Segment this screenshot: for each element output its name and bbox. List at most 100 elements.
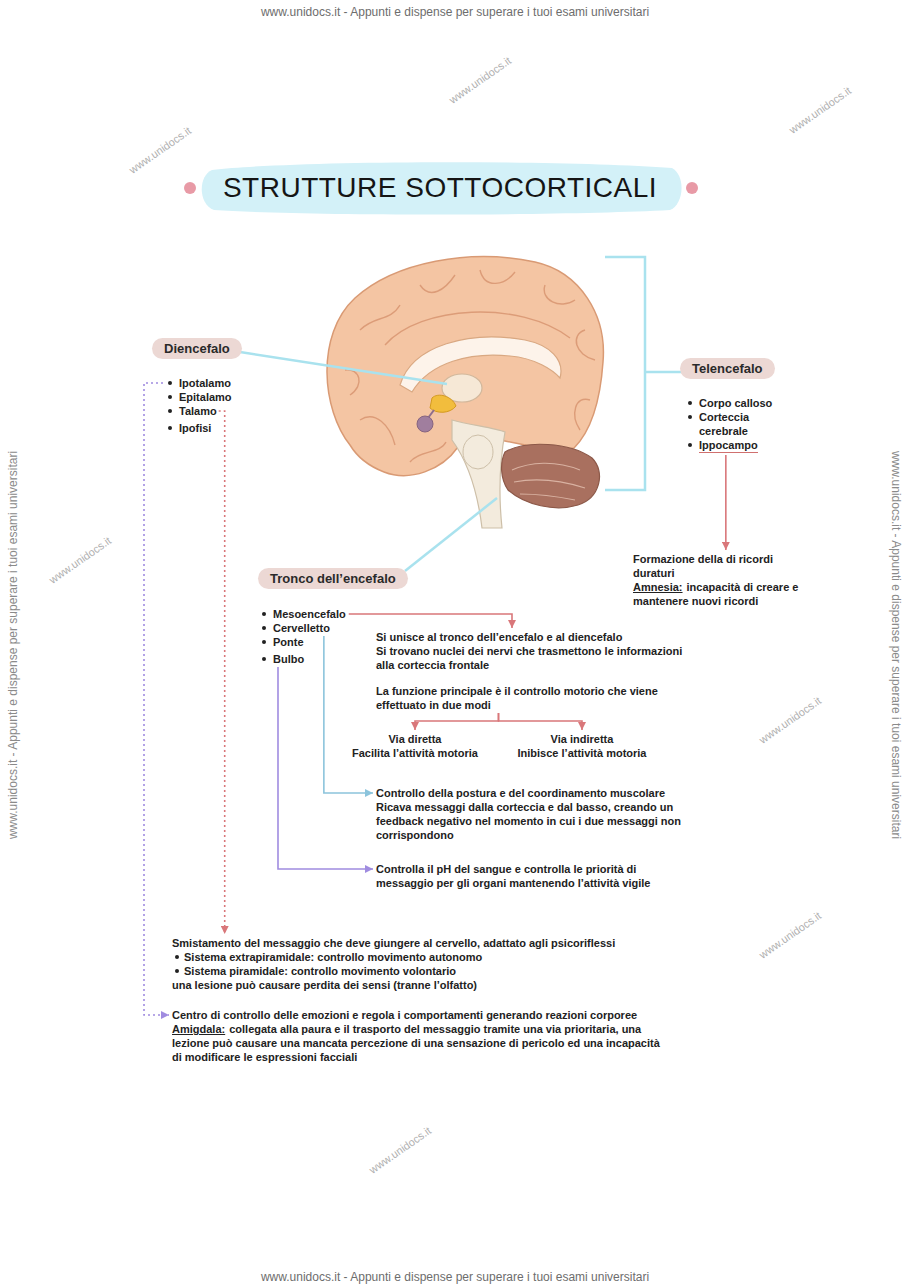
note-block: Controllo della postura e del coordiname…	[376, 786, 686, 842]
arbor-line	[514, 480, 585, 488]
watermark: www.unidocs.it	[47, 534, 113, 586]
item-text: Cervelletto	[273, 621, 330, 635]
heading-text: Diencefalo	[164, 340, 230, 357]
arrow-connector	[349, 614, 512, 628]
item-text: Ipotalamo	[179, 376, 231, 390]
note-text: Via diretta	[352, 732, 478, 746]
item-text: Ippocampo	[699, 439, 758, 453]
list-item: Ipotalamo	[166, 376, 231, 390]
gyrus-line	[360, 417, 395, 445]
note-text: collegata alla paura e il trasporto del …	[172, 1023, 660, 1063]
note-block: Si unisce al tronco dell’encefalo e al d…	[376, 630, 686, 712]
arbor-vitae	[512, 463, 585, 500]
list-item: Corteccia cerebrale	[686, 410, 766, 438]
note-text: Formazione della di ricordi duraturi	[633, 552, 811, 580]
page-title: STRUTTURE SOTTOCORTICALI	[223, 172, 657, 204]
note-text: Controlla il pH del sangue e controlla l…	[376, 862, 686, 890]
watermark-side: www.unidocs.it - Appunti e dispense per …	[889, 451, 903, 839]
item-text: Bulbo	[273, 652, 304, 666]
bullet-text: Sistema piramidale: controllo movimento …	[172, 964, 652, 978]
list-item: Ippocampo	[686, 438, 758, 453]
pituitary	[417, 416, 433, 432]
list-item: Ponte	[260, 635, 304, 649]
note-block: Smistamento del messaggio che deve giung…	[172, 936, 652, 992]
note-text: Centro di controllo delle emozioni e reg…	[172, 1008, 672, 1022]
brain-icon	[184, 182, 196, 194]
note-text: Controllo della postura e del coordiname…	[376, 786, 686, 800]
note-text: La funzione principale è il controllo mo…	[376, 684, 686, 712]
heading-pill: Telencefalo	[680, 358, 775, 379]
pons	[463, 435, 493, 469]
heading-text: Telencefalo	[692, 360, 763, 377]
bracket	[605, 257, 682, 490]
watermark: www.unidocs.it	[367, 1124, 433, 1176]
note-block: Via direttaFacilita l’attività motoria	[352, 732, 478, 760]
watermark: www.unidocs.it	[757, 694, 823, 746]
leader-line	[405, 498, 497, 571]
term-text: Amigdala:	[172, 1023, 225, 1035]
note-text: Si unisce al tronco dell’encefalo e al d…	[376, 630, 686, 644]
gyrus-line	[480, 270, 515, 283]
note-block: Centro di controllo delle emozioni e reg…	[172, 1008, 672, 1064]
cerebellum	[502, 444, 600, 507]
brain-icon	[686, 182, 698, 194]
gyrus-line	[420, 275, 455, 292]
item-text: Ipofisi	[179, 421, 211, 435]
list-item: Corpo calloso	[686, 396, 772, 410]
item-text: Epitalamo	[179, 390, 232, 404]
list-item: Bulbo	[260, 652, 304, 666]
arrow-connector	[278, 667, 373, 869]
note-text: Si trovano nuclei dei nervi che trasmett…	[376, 644, 686, 672]
item-text: Ponte	[273, 635, 304, 649]
note-text: Ricava messaggi dalla corteccia e dal ba…	[376, 800, 686, 842]
gyrus-line	[544, 285, 575, 304]
watermark: www.unidocs.it	[127, 124, 193, 176]
hypothalamus	[430, 395, 456, 412]
note-block: Formazione della di ricordi duraturiAmne…	[633, 552, 811, 608]
arrow-connector	[498, 713, 582, 730]
arbor-line	[520, 494, 575, 500]
arrow-connector	[219, 411, 225, 934]
list-item: Epitalamo	[166, 390, 232, 404]
gyrus-line	[360, 305, 400, 330]
item-text: Mesoencefalo	[273, 607, 346, 621]
leader-line	[240, 352, 447, 384]
bullet-text: Sistema extrapiramidale: controllo movim…	[172, 950, 652, 964]
gyrus-line	[576, 330, 595, 360]
note-text: una lesione può causare perdita dei sens…	[172, 978, 652, 992]
heading-pill: Diencefalo	[152, 338, 242, 359]
arrow-connector	[725, 455, 727, 550]
note-text: Smistamento del messaggio che deve giung…	[172, 936, 652, 950]
watermark: www.unidocs.it	[447, 54, 513, 106]
note-text: Facilita l’attività motoria	[352, 746, 478, 760]
list-item: Cervelletto	[260, 621, 330, 635]
gyrus-line	[410, 442, 446, 462]
arrow-connector	[144, 383, 169, 1015]
watermark: www.unidocs.it	[787, 84, 853, 136]
item-text: Corpo calloso	[699, 396, 772, 410]
note-block: Via indirettaInibisce l’attività motoria	[518, 732, 647, 760]
item-text: Corteccia cerebrale	[699, 410, 766, 438]
note-text: Inibisce l’attività motoria	[518, 746, 647, 760]
item-text: Talamo	[179, 404, 217, 418]
arrow-connector	[324, 636, 373, 793]
gyrus-line	[345, 370, 359, 395]
heading-pill: Tronco dell’encefalo	[258, 568, 408, 589]
gyrus-line	[575, 399, 590, 430]
cerebrum	[327, 257, 603, 476]
watermark-footer: www.unidocs.it - Appunti e dispense per …	[261, 1270, 649, 1284]
note-block: Controlla il pH del sangue e controlla l…	[376, 862, 686, 890]
heading-text: Tronco dell’encefalo	[270, 570, 396, 587]
list-item: Mesoencefalo	[260, 607, 346, 621]
arrow-connector	[415, 713, 499, 730]
watermark: www.unidocs.it	[757, 909, 823, 961]
term-text: Amnesia:	[633, 581, 683, 593]
list-item: Talamo	[166, 404, 217, 418]
arbor-line	[512, 463, 580, 470]
list-item: Ipofisi	[166, 421, 211, 435]
watermark-side: www.unidocs.it - Appunti e dispense per …	[6, 451, 20, 839]
watermark-header: www.unidocs.it - Appunti e dispense per …	[261, 5, 649, 19]
title-highlight	[202, 162, 682, 214]
note-text: Via indiretta	[518, 732, 647, 746]
